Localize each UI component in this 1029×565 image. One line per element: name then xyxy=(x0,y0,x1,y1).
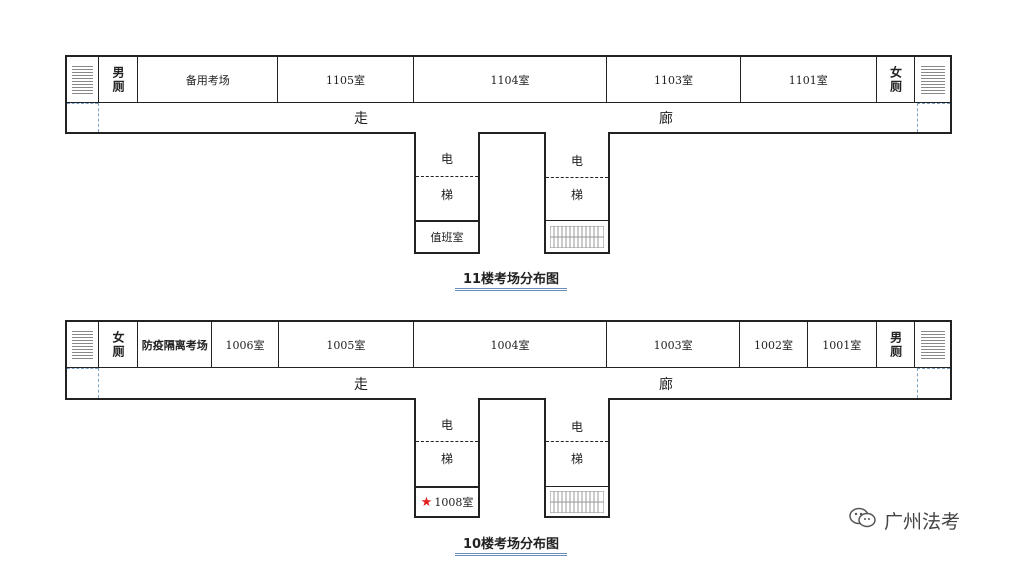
elevator-label-top: 电 xyxy=(440,417,453,432)
floor-10-elevator-left: 电 梯 ★ 1008室 xyxy=(414,398,480,518)
stairwell-right-icon xyxy=(914,57,950,102)
floor-10-room-row: 女厕 防疫隔离考场 1006室 1005室 1004室 1003室 1002室 … xyxy=(67,322,950,368)
corridor-dash-right xyxy=(917,368,950,369)
wechat-icon xyxy=(848,506,878,535)
corridor-label-left: 走 xyxy=(354,111,368,127)
watermark-text: 广州法考 xyxy=(884,510,961,533)
stairs-icon xyxy=(546,486,608,516)
floor-11-duty-room: 值班室 xyxy=(416,220,478,252)
corridor-dash-left-v xyxy=(98,103,99,132)
corridor-label-left: 走 xyxy=(354,377,368,393)
floor-10-left-restroom: 女厕 xyxy=(99,322,139,367)
floor-11-title: 11楼考场分布图 xyxy=(455,268,567,291)
corridor-dash-left-v xyxy=(98,368,99,398)
floor-10-elevator-right: 电 梯 xyxy=(544,398,610,518)
elevator-label-top: 电 xyxy=(570,419,583,434)
elevator-divider xyxy=(416,176,478,177)
watermark: 广州法考 xyxy=(848,505,1008,535)
stairwell-right-icon xyxy=(914,322,950,367)
elevator-label-top: 电 xyxy=(440,151,453,166)
stairwell-left-icon xyxy=(67,322,99,367)
floor-11-right-restroom: 女厕 xyxy=(875,57,915,102)
floor-11-room: 1103室 xyxy=(607,57,741,102)
floor-10-room: 1002室 xyxy=(740,322,808,367)
corridor-dash-right-v xyxy=(917,368,918,398)
corridor-label-right: 廊 xyxy=(659,377,673,393)
floor-10-title: 10楼考场分布图 xyxy=(455,533,567,556)
elevator-label-bottom: 梯 xyxy=(570,187,583,202)
floor-11-room: 1101室 xyxy=(740,57,876,102)
elevator-divider xyxy=(546,177,608,178)
floor-10-right-restroom: 男厕 xyxy=(875,322,915,367)
floor-11-left-restroom: 男厕 xyxy=(99,57,139,102)
floor-10-marked-room: ★ 1008室 xyxy=(416,486,478,516)
floor-10-room: 1005室 xyxy=(278,322,415,367)
corridor-dash-left xyxy=(67,368,98,369)
corridor-dash-right-v xyxy=(917,103,918,132)
floor-10-isolation-room: 防疫隔离考场 xyxy=(138,322,213,367)
elevator-divider xyxy=(416,441,478,442)
corridor-label-right: 廊 xyxy=(659,111,673,127)
corridor-dash-left xyxy=(67,103,98,104)
floor-10-room: 1006室 xyxy=(212,322,279,367)
elevator-label-bottom: 梯 xyxy=(440,451,453,466)
floor-10-room: 1003室 xyxy=(606,322,741,367)
floor-11-elevator-left: 电 梯 值班室 xyxy=(414,132,480,254)
floor-11-room: 1104室 xyxy=(413,57,608,102)
floor-11-room-row: 男厕 备用考场 1105室 1104室 1103室 1101室 女厕 xyxy=(67,57,950,103)
floor-10-room: 1001室 xyxy=(807,322,876,367)
corridor-dash-right xyxy=(917,103,950,104)
floor-11-room: 1105室 xyxy=(278,57,414,102)
floor-11-elevator-right: 电 梯 xyxy=(544,132,610,254)
stairwell-left-icon xyxy=(67,57,99,102)
star-icon: ★ xyxy=(420,494,433,510)
elevator-label-bottom: 梯 xyxy=(570,451,583,466)
stairs-icon xyxy=(546,220,608,252)
marked-room-label: 1008室 xyxy=(434,496,474,509)
elevator-label-bottom: 梯 xyxy=(440,187,453,202)
floor-11-room: 备用考场 xyxy=(138,57,279,102)
elevator-label-top: 电 xyxy=(570,153,583,168)
elevator-divider xyxy=(546,441,608,442)
floor-10-room: 1004室 xyxy=(414,322,607,367)
